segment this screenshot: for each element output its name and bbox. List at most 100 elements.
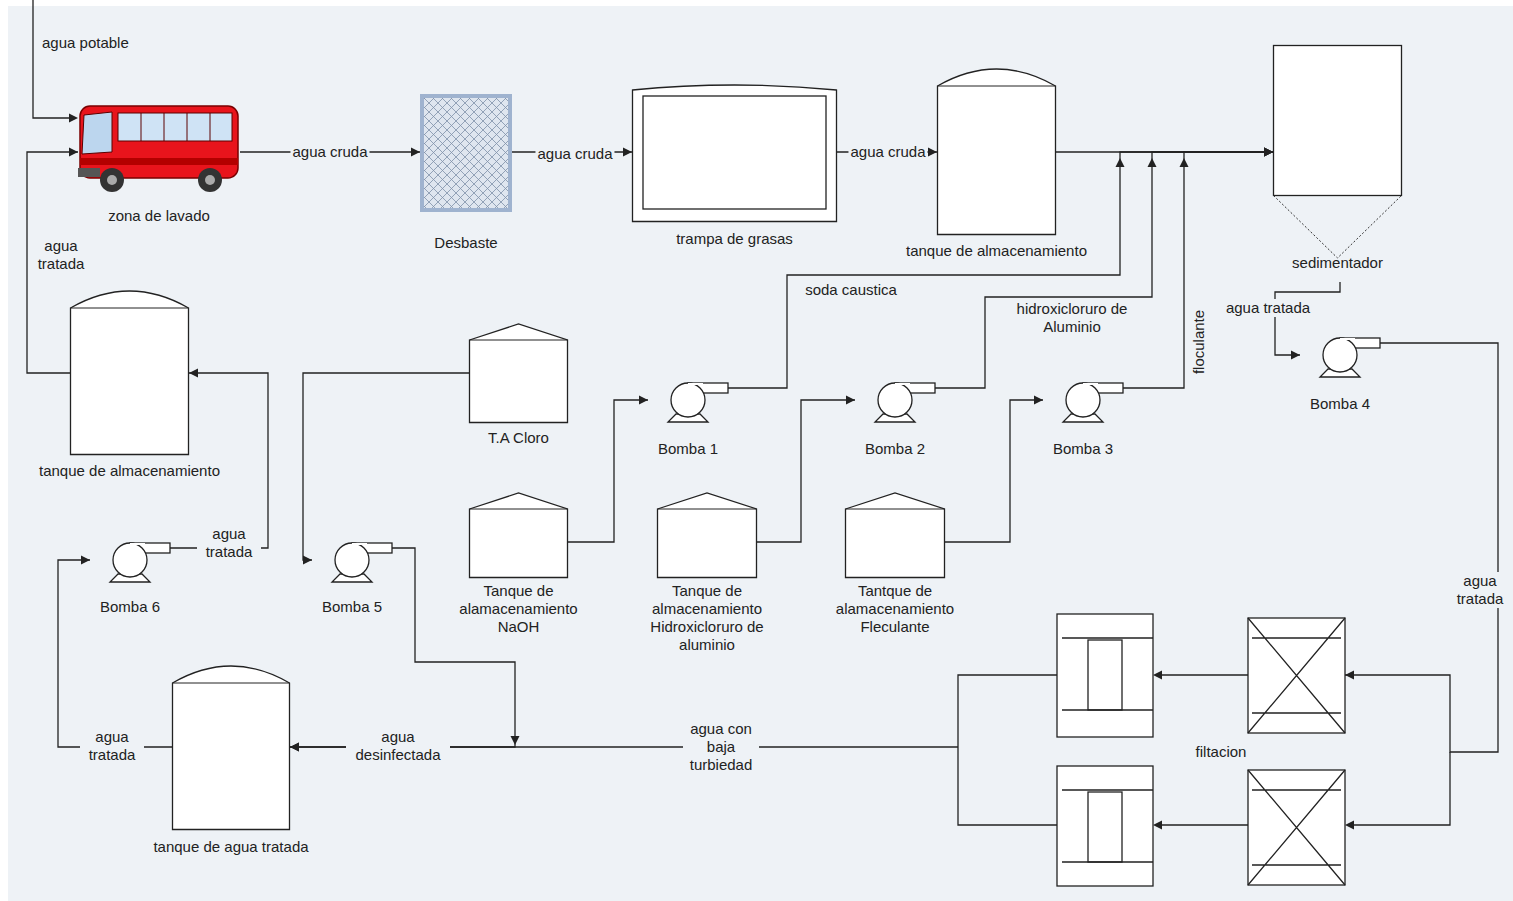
pump-joint	[352, 543, 367, 545]
flow-line	[945, 400, 1043, 542]
process-node: zona de lavado	[78, 100, 240, 195]
pump-joint	[895, 383, 910, 385]
tank-outline	[658, 493, 757, 578]
process-node: Bomba 3	[1043, 378, 1123, 460]
pump-casing	[1066, 383, 1100, 417]
flow-label: hidroxicloruro de Aluminio	[1000, 300, 1144, 336]
node-label: T.A Cloro	[488, 429, 549, 447]
node-label: Bomba 6	[100, 598, 160, 616]
tank-seam	[938, 86, 1056, 87]
flow-connector	[58, 556, 172, 748]
tank-seam	[470, 509, 568, 510]
pump-casing	[113, 543, 147, 577]
arrow-head	[846, 396, 855, 405]
node-label: Desbaste	[434, 234, 497, 252]
tank-outline	[470, 324, 568, 423]
process-node: Bomba 2	[855, 378, 935, 460]
node-label: tanque de almacenamiento	[39, 462, 220, 480]
arrow-head	[1264, 148, 1273, 157]
screen-ground	[422, 96, 510, 210]
flow-line	[757, 400, 855, 542]
flow-label: soda caustica	[803, 281, 899, 299]
flow-connector	[290, 548, 515, 752]
pump-joint	[130, 543, 145, 545]
pump-joint	[688, 383, 703, 385]
node-label: tanque de agua tratada	[153, 838, 308, 856]
flow-label: agua tratada	[1449, 572, 1511, 608]
tank-outline	[71, 291, 189, 455]
node-label: Tantque de alamacenamiento Fleculante	[820, 582, 970, 636]
node-outline	[845, 492, 945, 578]
tank-seam	[173, 683, 290, 684]
node-outline	[469, 492, 568, 578]
screen-mesh	[422, 96, 510, 210]
tank-seam	[658, 509, 757, 510]
free-label: agua potable	[42, 34, 129, 52]
flow-connector	[303, 373, 469, 565]
process-node: tanque de almacenamiento	[70, 290, 189, 455]
arrow-head	[290, 743, 299, 752]
node-outline	[937, 68, 1056, 235]
flow-connector	[568, 396, 648, 543]
pump-casing	[671, 383, 705, 417]
trap-inner	[643, 96, 826, 209]
sedimentor-body	[1274, 46, 1402, 196]
node-label: Bomba 1	[658, 440, 718, 458]
arrow-head	[1264, 148, 1273, 157]
water-inlet-line	[33, 0, 78, 123]
node-outline	[632, 83, 837, 222]
flow-line	[58, 560, 172, 747]
flow-label: agua tratada	[1224, 299, 1312, 317]
node-label: Bomba 3	[1053, 440, 1113, 458]
node-outline	[70, 290, 189, 455]
arrow-head	[623, 148, 632, 157]
process-node: Bomba 1	[648, 378, 728, 460]
tank-seam	[71, 308, 189, 309]
pump-casing	[1323, 338, 1357, 372]
flow-label: agua cruda	[535, 145, 614, 163]
flow-line	[303, 373, 469, 560]
arrow-head	[1345, 671, 1354, 680]
node-label: Bomba 4	[1310, 395, 1370, 413]
node-outline	[172, 665, 290, 830]
flow-label: agua tratada	[80, 728, 144, 764]
flow-label: floculante	[1190, 308, 1208, 376]
process-node: sedimentador	[1273, 45, 1402, 282]
process-node: Bomba 5	[312, 538, 392, 620]
bus-illustration	[78, 106, 238, 192]
arrow-head	[639, 396, 648, 405]
tank-outline	[173, 666, 290, 830]
node-outline	[1273, 45, 1402, 282]
tank-outline	[470, 493, 568, 578]
process-node: Tanque de alamacenamiento NaOH	[469, 492, 568, 578]
process-node: Tanque de almacenamiento Hidroxicloruro …	[657, 492, 757, 578]
process-node: Desbaste	[420, 94, 512, 212]
node-label: zona de lavado	[108, 207, 210, 225]
node-label: Tanque de alamacenamiento NaOH	[444, 582, 594, 636]
tank-seam	[470, 340, 568, 341]
sedimentor-cone	[1274, 196, 1402, 259]
flow-label: agua tratada	[29, 237, 93, 273]
node-label: Bomba 5	[322, 598, 382, 616]
flow-label: agua cruda	[848, 143, 927, 161]
junction-arrows	[511, 158, 1189, 745]
arrow-head	[411, 148, 420, 157]
node-label: Tanque de almacenamiento Hidroxicloruro …	[632, 582, 782, 654]
arrow-head	[1264, 148, 1273, 157]
process-node: T.A Cloro	[469, 323, 568, 423]
flow-connector	[1123, 148, 1273, 389]
pump-joint	[1340, 338, 1355, 340]
process-node: Bomba 6	[90, 538, 170, 620]
tank-outline	[938, 69, 1056, 235]
arrow-head	[303, 556, 312, 565]
flow-line	[1123, 152, 1273, 388]
filter-units	[958, 614, 1450, 886]
arrow-head	[189, 369, 198, 378]
process-node: Tantque de alamacenamiento Fleculante	[845, 492, 945, 578]
process-node: Bomba 4	[1300, 333, 1380, 415]
tank-outline	[846, 493, 945, 578]
node-label: filtacion	[1196, 743, 1247, 761]
arrow-head	[1034, 396, 1043, 405]
flow-connector	[757, 396, 855, 543]
